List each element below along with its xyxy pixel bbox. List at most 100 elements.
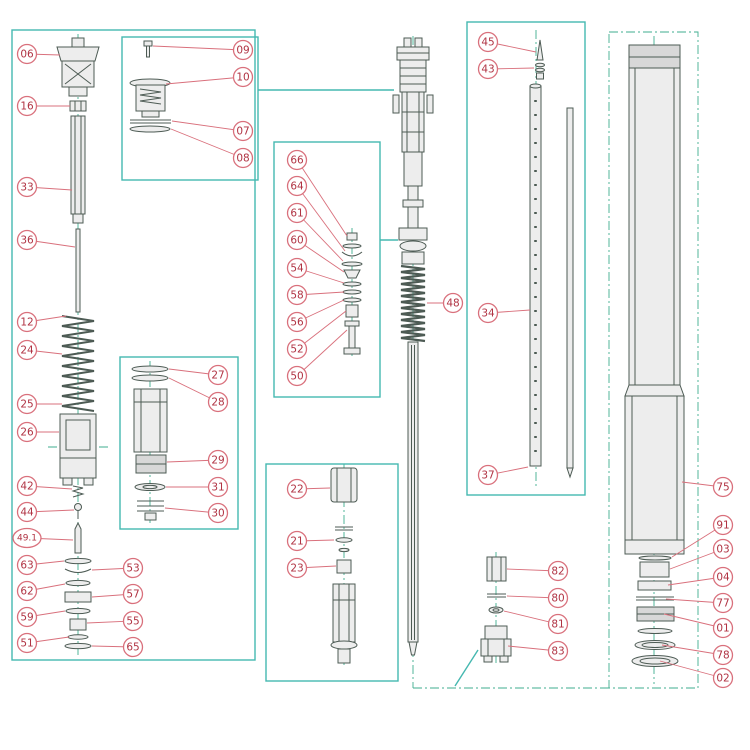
callout-label-24: 24 <box>20 345 34 357</box>
callout-91[interactable]: 91 <box>712 514 734 536</box>
fork-cap-drawing <box>56 37 100 97</box>
callout-81[interactable]: 81 <box>547 613 569 635</box>
callout-label-29: 29 <box>211 455 224 467</box>
callout-34[interactable]: 34 <box>477 302 499 324</box>
callout-54[interactable]: 54 <box>286 257 308 279</box>
damper-body-drawing <box>59 413 97 486</box>
callout-label-53: 53 <box>126 563 139 575</box>
callout-04[interactable]: 04 <box>712 566 734 588</box>
leader-line-02 <box>659 660 724 679</box>
callout-label-54: 54 <box>290 263 304 275</box>
group-connector-2 <box>454 649 479 687</box>
piston-detail-drawing <box>131 365 169 521</box>
callout-label-23: 23 <box>290 563 303 575</box>
callout-label-16: 16 <box>20 101 34 113</box>
callout-63[interactable]: 63 <box>16 554 38 576</box>
callout-08[interactable]: 08 <box>232 147 254 169</box>
callout-37[interactable]: 37 <box>477 464 499 486</box>
preload-tube-drawing <box>70 115 86 224</box>
callout-60[interactable]: 60 <box>286 229 308 251</box>
callout-label-50: 50 <box>290 371 303 383</box>
callout-83[interactable]: 83 <box>547 640 569 662</box>
callout-03[interactable]: 03 <box>712 538 734 560</box>
callout-30[interactable]: 30 <box>207 502 229 524</box>
leader-line-08 <box>170 128 244 159</box>
callout-label-83: 83 <box>551 646 564 658</box>
callout-50[interactable]: 50 <box>286 365 308 387</box>
callout-label-08: 08 <box>236 153 249 165</box>
callout-10[interactable]: 10 <box>232 66 254 88</box>
callout-label-77: 77 <box>716 598 729 610</box>
callout-77[interactable]: 77 <box>712 592 734 614</box>
callout-label-65: 65 <box>126 642 139 654</box>
callout-44[interactable]: 44 <box>16 501 38 523</box>
callout-62[interactable]: 62 <box>16 580 38 602</box>
callout-label-49.1: 49.1 <box>17 534 37 544</box>
callout-59[interactable]: 59 <box>16 606 38 628</box>
callout-28[interactable]: 28 <box>207 391 229 413</box>
callout-24[interactable]: 24 <box>16 339 38 361</box>
callout-33[interactable]: 33 <box>16 176 38 198</box>
callout-16[interactable]: 16 <box>16 95 38 117</box>
callout-48[interactable]: 48 <box>442 292 464 314</box>
callout-58[interactable]: 58 <box>286 284 308 306</box>
callout-label-42: 42 <box>20 481 33 493</box>
callout-29[interactable]: 29 <box>207 449 229 471</box>
callout-80[interactable]: 80 <box>547 587 569 609</box>
callout-label-02: 02 <box>716 673 729 685</box>
callout-01[interactable]: 01 <box>712 617 734 639</box>
callout-label-36: 36 <box>20 235 34 247</box>
callout-78[interactable]: 78 <box>712 644 734 666</box>
callout-label-44: 44 <box>20 507 34 519</box>
callout-label-45: 45 <box>481 37 494 49</box>
callout-42[interactable]: 42 <box>16 475 38 497</box>
leader-line-78 <box>661 644 724 656</box>
callout-09[interactable]: 09 <box>232 39 254 61</box>
callout-64[interactable]: 64 <box>286 175 308 197</box>
cap-detail-drawing <box>129 78 171 133</box>
callout-label-09: 09 <box>236 45 249 57</box>
callout-label-10: 10 <box>236 72 249 84</box>
callout-22[interactable]: 22 <box>286 478 308 500</box>
callout-label-07: 07 <box>236 126 249 138</box>
callout-49.1[interactable]: 49.1 <box>12 527 42 549</box>
callout-label-03: 03 <box>716 544 729 556</box>
callout-label-78: 78 <box>716 650 729 662</box>
callout-51[interactable]: 51 <box>16 632 38 654</box>
group-box-piston-detail <box>119 356 239 530</box>
callout-21[interactable]: 21 <box>286 530 308 552</box>
callout-label-64: 64 <box>290 181 304 193</box>
callout-label-34: 34 <box>481 308 495 320</box>
callout-55[interactable]: 55 <box>122 610 144 632</box>
callout-25[interactable]: 25 <box>16 393 38 415</box>
callout-65[interactable]: 65 <box>122 636 144 658</box>
callout-36[interactable]: 36 <box>16 229 38 251</box>
main-spring-drawing <box>61 315 95 412</box>
callout-label-58: 58 <box>290 290 303 302</box>
callout-31[interactable]: 31 <box>207 476 229 498</box>
check-valve-drawing <box>74 503 82 519</box>
needle-drawing <box>535 39 545 80</box>
callout-75[interactable]: 75 <box>712 476 734 498</box>
callout-57[interactable]: 57 <box>122 583 144 605</box>
callout-56[interactable]: 56 <box>286 311 308 333</box>
callout-45[interactable]: 45 <box>477 31 499 53</box>
callout-26[interactable]: 26 <box>16 421 38 443</box>
callout-label-26: 26 <box>20 427 34 439</box>
callout-82[interactable]: 82 <box>547 560 569 582</box>
callout-23[interactable]: 23 <box>286 557 308 579</box>
callout-12[interactable]: 12 <box>16 311 38 333</box>
leader-line-61 <box>296 212 344 262</box>
callout-06[interactable]: 06 <box>16 43 38 65</box>
callout-label-56: 56 <box>290 317 304 329</box>
callout-43[interactable]: 43 <box>477 58 499 80</box>
callout-27[interactable]: 27 <box>207 364 229 386</box>
callout-52[interactable]: 52 <box>286 338 308 360</box>
callout-02[interactable]: 02 <box>712 667 734 689</box>
callout-53[interactable]: 53 <box>122 557 144 579</box>
locknut-drawing <box>69 100 87 112</box>
callout-61[interactable]: 61 <box>286 202 308 224</box>
callout-07[interactable]: 07 <box>232 120 254 142</box>
callout-66[interactable]: 66 <box>286 149 308 171</box>
axle-parts-drawing <box>480 556 512 663</box>
